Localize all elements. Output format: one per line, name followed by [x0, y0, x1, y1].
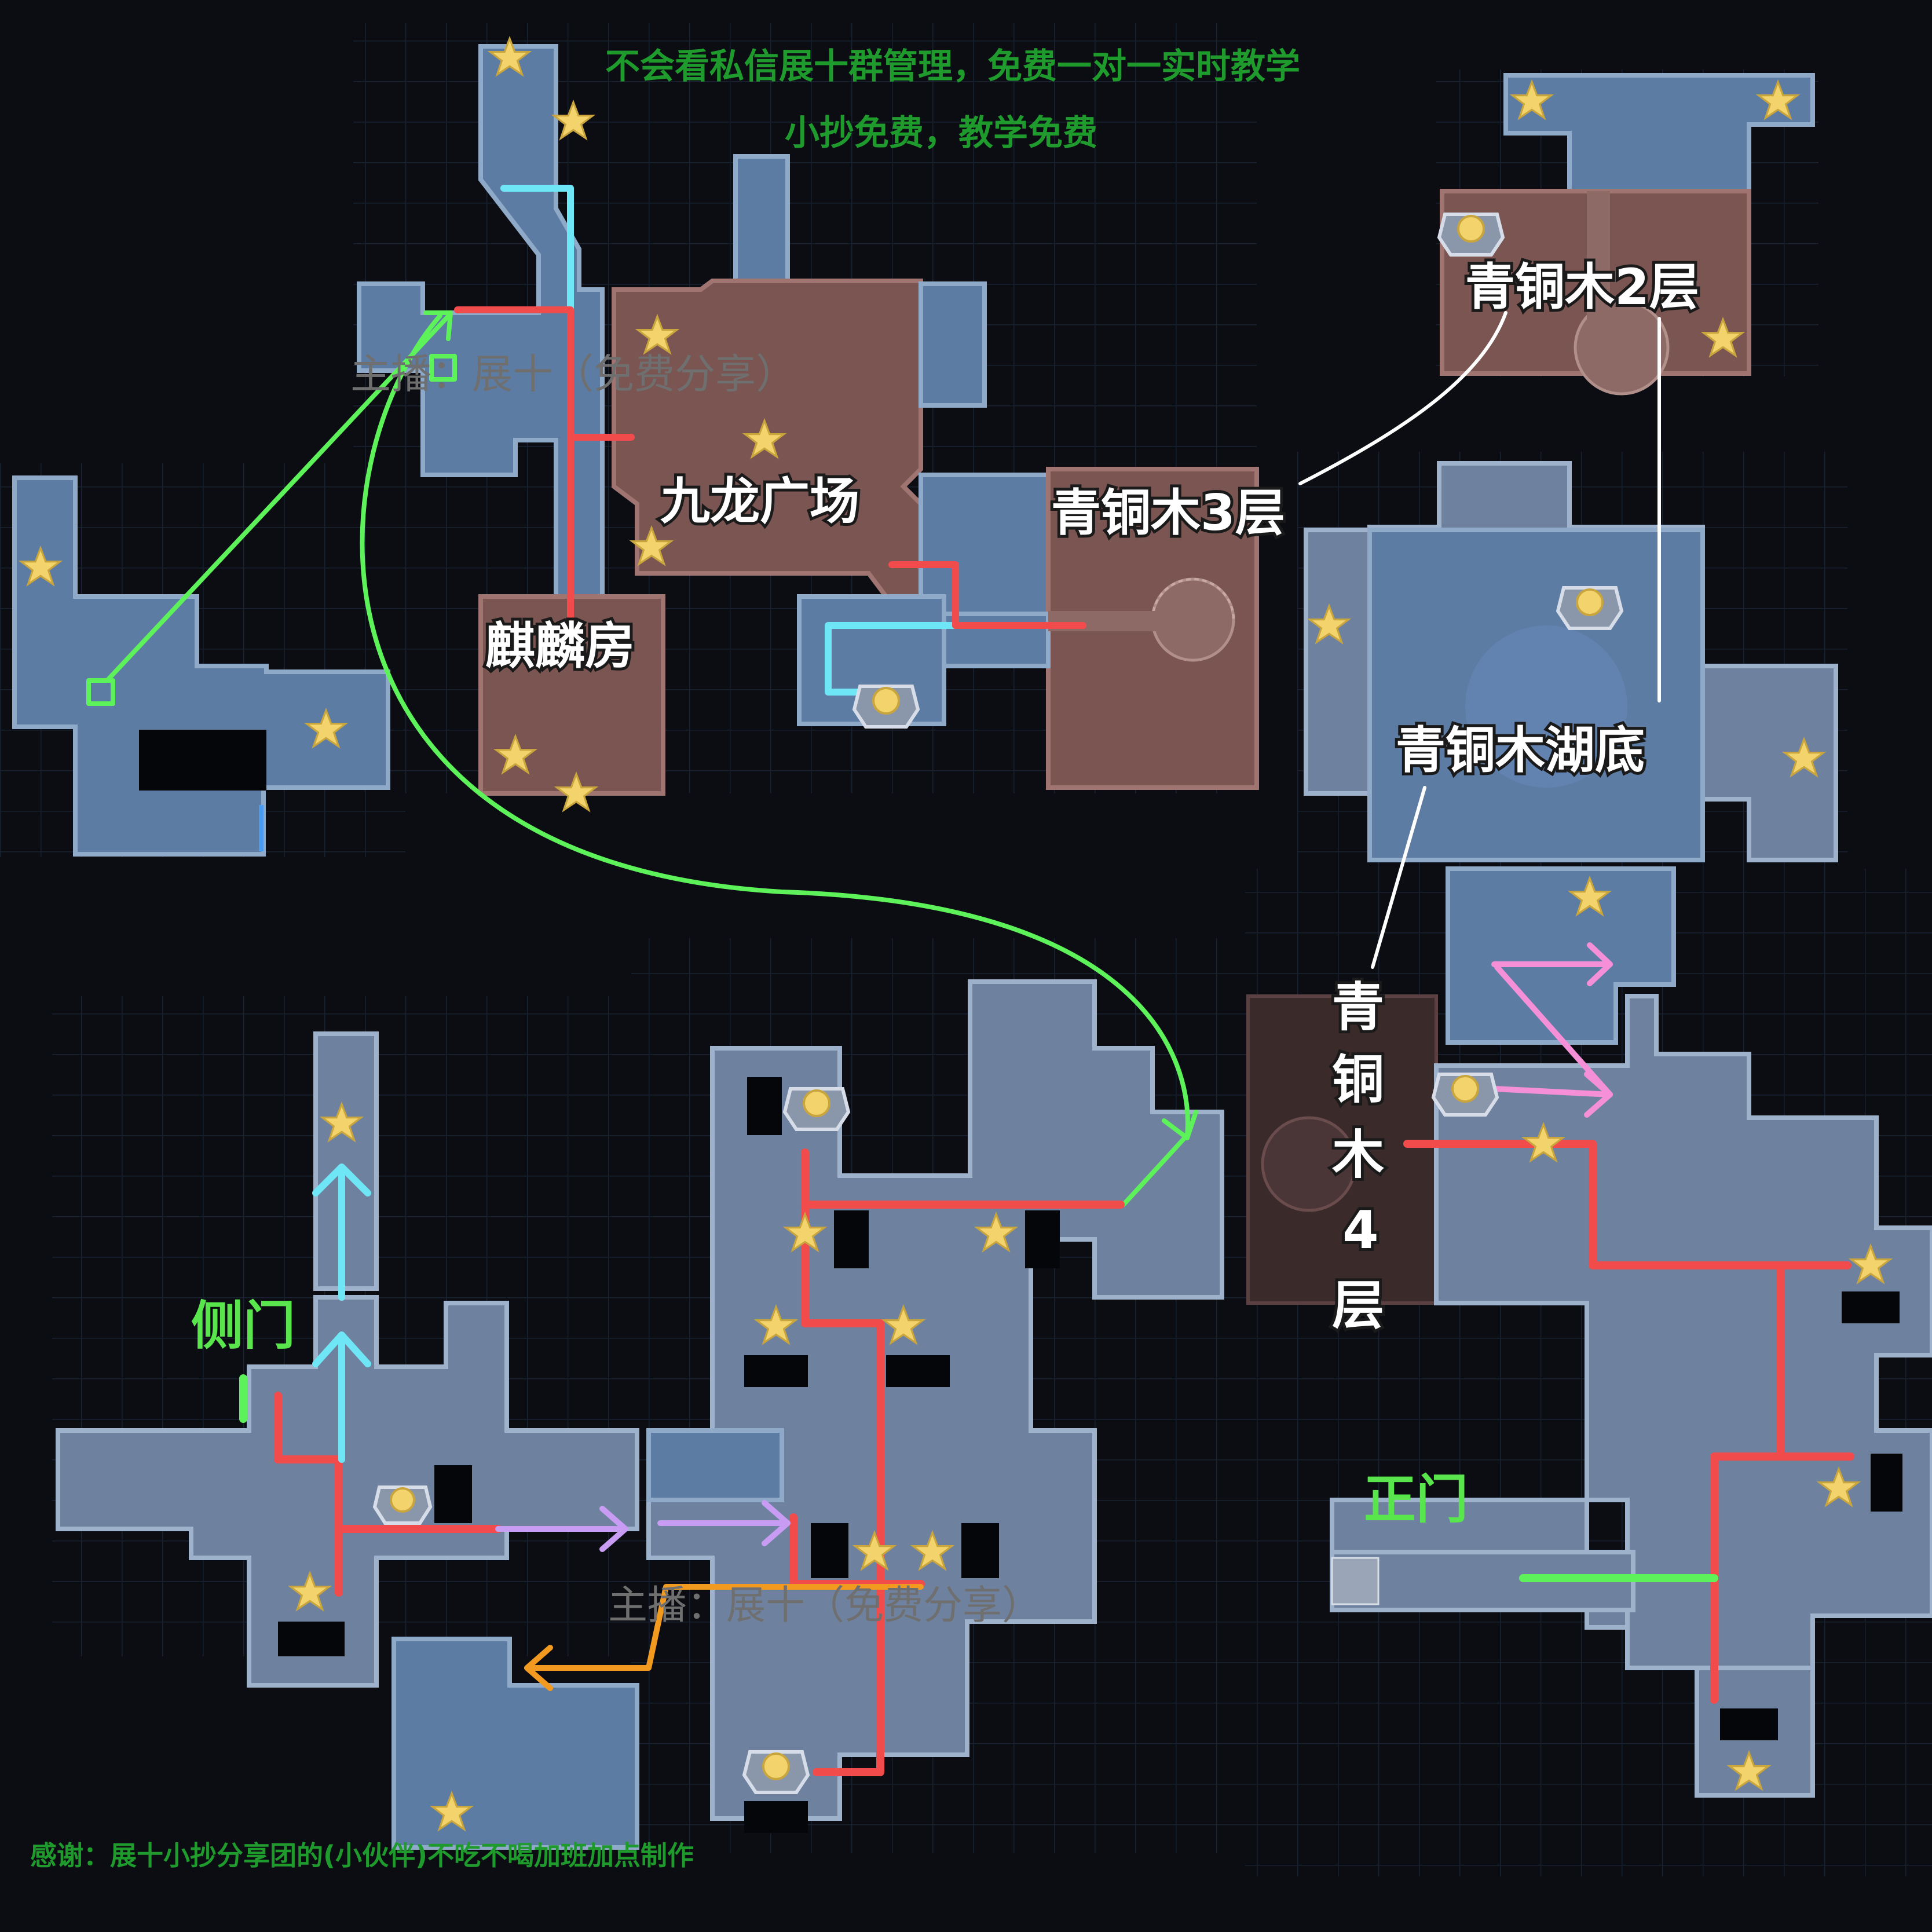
- route-lilac-2-head: [762, 1500, 791, 1546]
- label-qtm4-char1: 青: [1332, 977, 1384, 1038]
- watermark-bottom: 主播：展十（免费分享）: [608, 1583, 1041, 1629]
- route-orange: [524, 1584, 924, 1671]
- chest-icon[interactable]: [852, 685, 920, 729]
- label-qilin: 麒麟房: [485, 617, 635, 675]
- route-green-curve: [360, 313, 1190, 1137]
- leader-lake-qtm4: [1371, 786, 1426, 969]
- chest-icon[interactable]: [742, 1750, 810, 1794]
- text-layer: 不会看私信展十群管理，免费一对一实时教学 小抄免费，教学免费 主播：展十（免费分…: [30, 46, 1702, 1871]
- chest-icon[interactable]: [782, 1087, 851, 1131]
- chest-markers: [372, 213, 1624, 1794]
- route-green-marker-2: [429, 354, 457, 382]
- label-qtm3: 青铜木3层: [1051, 484, 1285, 542]
- watermark-top: 主播：展十（免费分享）: [350, 350, 796, 398]
- label-qtm4-char2: 铜: [1332, 1049, 1384, 1110]
- routes: [86, 185, 1854, 1776]
- leader-qtm3-qtm2: [1298, 311, 1507, 485]
- route-green-start-marker: [86, 678, 115, 706]
- route-red-qtm4: [1403, 1140, 1851, 1269]
- chest-icon[interactable]: [1431, 1073, 1499, 1117]
- route-red-bottom-center: [801, 1148, 884, 1776]
- label-side-door: 侧门: [191, 1296, 295, 1356]
- note-top-line2: 小抄免费，教学免费: [785, 113, 1097, 153]
- note-credit: 感谢：展十小抄分享团的(小伙伴)不吃不喝加班加点制作: [30, 1840, 694, 1871]
- route-pink-3-head: [1584, 1071, 1613, 1118]
- route-red-top: [454, 306, 574, 623]
- chest-icon[interactable]: [1437, 213, 1505, 257]
- route-cyan-north-arrowhead: [312, 1163, 371, 1196]
- route-pink-3: [1491, 1086, 1613, 1097]
- route-pink-2: [1494, 964, 1613, 1097]
- label-main-door: 正门: [1364, 1469, 1468, 1530]
- map-qtm2-area: [1440, 73, 1815, 396]
- label-qtm-lake: 青铜木湖底: [1396, 722, 1645, 780]
- route-cyan-top: [500, 185, 574, 316]
- note-top-line1: 不会看私信展十群管理，免费一对一实时教学: [605, 46, 1300, 87]
- route-green-bottom-link: [1121, 1133, 1190, 1207]
- route-green-arrowhead-top: [423, 310, 453, 341]
- route-lilac-1-head: [599, 1506, 628, 1552]
- map-bottom-center-area: [646, 979, 1224, 1833]
- chest-icon[interactable]: [372, 1485, 433, 1525]
- label-qtm4-char5: 层: [1332, 1275, 1384, 1336]
- label-jiulong: 九龙广场: [660, 473, 859, 530]
- label-qtm2: 青铜木2层: [1465, 258, 1699, 316]
- label-qtm4-char4: 4: [1342, 1200, 1379, 1261]
- chest-icon[interactable]: [1556, 586, 1624, 630]
- route-red-side: [274, 1392, 343, 1597]
- map-side-door-area: [56, 1031, 639, 1850]
- route-orange-head: [524, 1645, 553, 1691]
- map-qtm-lake-area: [1304, 461, 1838, 1045]
- route-green-left: [105, 313, 451, 683]
- map-qtm4-area: [1246, 994, 1932, 1798]
- route-red-right: [888, 561, 1086, 629]
- label-qtm4-char3: 木: [1332, 1125, 1384, 1185]
- route-cyan-side-arrowhead: [312, 1331, 371, 1367]
- route-pink-1-head: [1587, 942, 1613, 986]
